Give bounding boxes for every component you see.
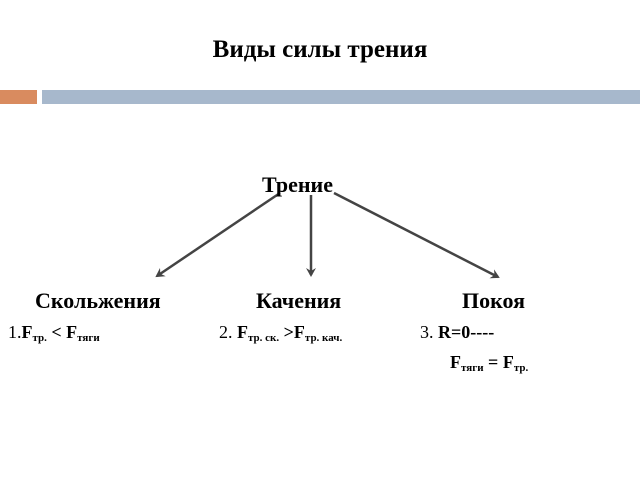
formula-number: 3. [420,322,434,342]
accent-bar-blue [42,90,640,104]
branch-rest: Покоя [462,288,525,313]
formula-number: 2. [219,322,233,342]
slide-title: Виды силы трения [212,36,428,63]
formula-rolling: 2. Fтр. ск. >Fтр. кач. [219,322,342,344]
formula-operator: < [51,322,62,342]
formula-symbol: F [293,322,305,342]
formula-subscript: тр. ск. [248,332,280,344]
formula-sliding: 1.Fтр. < Fтяги [8,322,100,344]
formula-subscript: тяги [461,362,484,374]
formula-operator: = [488,352,499,372]
diagram-root-friction: Трение [262,172,333,197]
formula-subscript: тр. [513,362,529,374]
branch-rolling: Качения [256,288,342,313]
formula-rest: 3. R=0---- [420,322,494,343]
formula-symbol: F [502,352,514,372]
formula-symbol: F [450,352,461,372]
arrow-to-rest [333,191,500,279]
formula-subscript: тр. кач. [304,332,343,344]
formula-symbol: F [66,322,78,342]
branch-sliding: Скольжения [35,288,161,313]
formula-rest-equality: Fтяги = Fтр. [450,352,528,374]
formula-subscript: тяги [77,332,100,344]
arrow-to-sliding [155,191,281,278]
formula-number: 1. [8,322,22,342]
formula-text: R=0---- [438,322,495,342]
formula-symbol: F [237,322,248,342]
formula-symbol: F [21,322,33,342]
formula-subscript: тр. [32,332,47,344]
formula-operator: > [283,322,294,342]
accent-bar-orange [0,90,37,104]
